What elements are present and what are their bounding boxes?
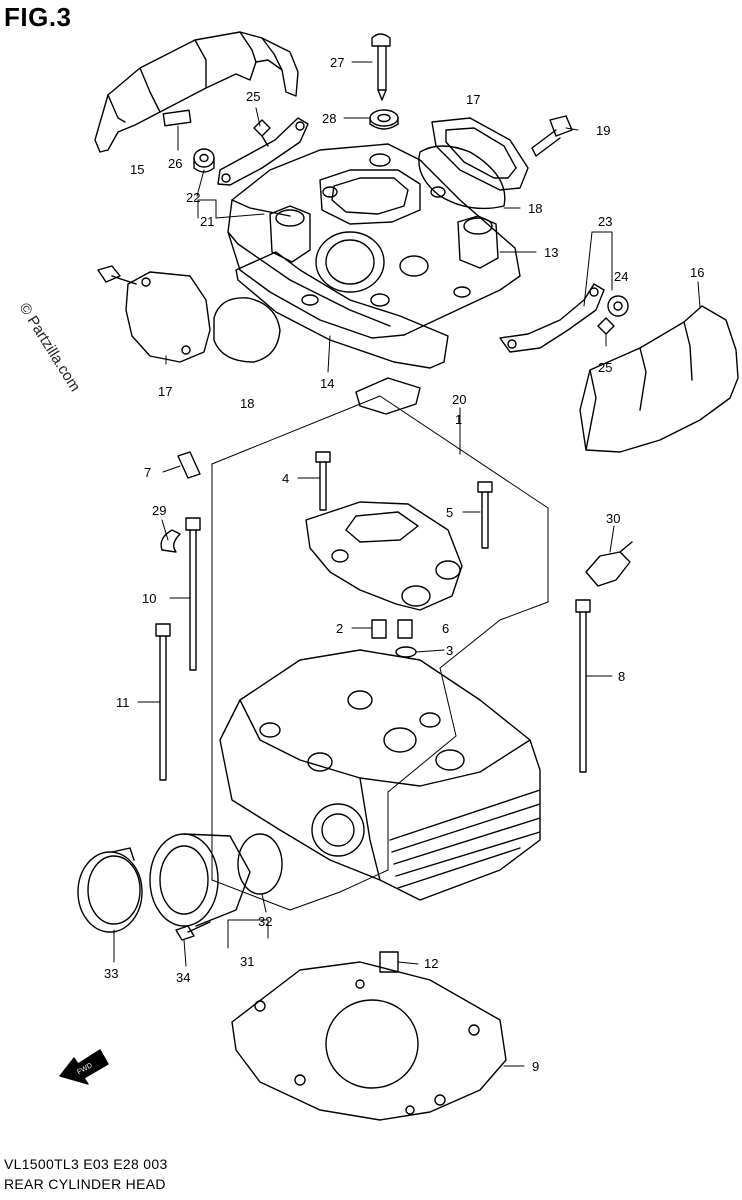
callout-4: 4 [282, 471, 289, 486]
leader-lines [114, 62, 700, 1066]
callout-13: 13 [544, 245, 558, 260]
heat-shield-right [580, 306, 738, 452]
cover-plate-17-lower [98, 266, 210, 362]
bolt-10 [186, 518, 200, 670]
callout-25: 25 [598, 360, 612, 375]
callout-22: 22 [186, 190, 200, 205]
callout-1: 1 [455, 412, 462, 427]
callout-27: 27 [330, 55, 344, 70]
o-ring-3 [396, 647, 416, 657]
bracket-lower-right [500, 284, 628, 352]
callout-3: 3 [446, 643, 453, 658]
heat-shield-upper [95, 32, 298, 152]
cylinder-head [220, 650, 540, 900]
callout-28: 28 [322, 111, 336, 126]
dowel-6 [398, 620, 412, 638]
bolt-5 [478, 482, 492, 548]
callout-18: 18 [528, 201, 542, 216]
callout-10: 10 [142, 591, 156, 606]
camshaft-holder [306, 502, 462, 610]
assembly-outline [212, 396, 548, 910]
cushion-22 [194, 149, 214, 172]
gasket-18-small [356, 378, 420, 414]
callout-7: 7 [144, 465, 151, 480]
head-gasket [232, 962, 506, 1120]
callout-25: 25 [246, 89, 260, 104]
callout-8: 8 [618, 669, 625, 684]
callout-6: 6 [442, 621, 449, 636]
screw-34 [176, 922, 210, 940]
spark-plug [586, 542, 632, 586]
washer-28 [370, 110, 398, 129]
bolt-8 [576, 600, 590, 772]
callout-20: 20 [452, 392, 466, 407]
callouts: 27 28 17 19 18 25 15 26 22 21 13 23 24 1… [104, 55, 704, 1074]
bolt-4 [316, 452, 330, 510]
callout-11: 11 [116, 695, 130, 710]
intake-pipe [150, 834, 250, 926]
callout-12: 12 [424, 956, 438, 971]
plug-7 [178, 452, 200, 478]
fwd-arrow-icon: FWD [60, 1050, 108, 1084]
o-ring-18-upper [419, 146, 505, 208]
rubber-pad [163, 110, 190, 126]
head-cover-gasket [236, 252, 448, 368]
footer-model-code: VL1500TL3 E03 E28 003 [4, 1156, 168, 1172]
callout-26: 26 [168, 156, 182, 171]
bolt-11 [156, 624, 170, 780]
callout-30: 30 [606, 511, 620, 526]
callout-9: 9 [532, 1059, 539, 1074]
cover-plate-17-upper [432, 118, 528, 190]
callout-21: 21 [200, 214, 214, 229]
figure-title: FIG.3 [4, 2, 72, 32]
o-ring-32 [238, 834, 282, 894]
callout-14: 14 [320, 376, 334, 391]
footer-caption: REAR CYLINDER HEAD [4, 1176, 166, 1192]
callout-33: 33 [104, 966, 118, 981]
bolt-19 [532, 116, 572, 156]
callout-15: 15 [130, 162, 144, 177]
dowel-2 [372, 620, 386, 638]
callout-2: 2 [336, 621, 343, 636]
callout-24: 24 [614, 269, 628, 284]
callout-32: 32 [258, 914, 272, 929]
hose-clamp [78, 848, 142, 932]
callout-34: 34 [176, 970, 190, 985]
callout-31: 31 [240, 954, 254, 969]
callout-19: 19 [596, 123, 610, 138]
callout-23: 23 [598, 214, 612, 229]
o-ring-18-lower [214, 298, 280, 362]
bolt-27 [372, 34, 390, 100]
callout-29: 29 [152, 503, 166, 518]
callout-5: 5 [446, 505, 453, 520]
clip-29 [161, 530, 180, 552]
callout-17: 17 [466, 92, 480, 107]
cylinder-head-cover [228, 144, 520, 338]
callout-18: 18 [240, 396, 254, 411]
callout-16: 16 [690, 265, 704, 280]
callout-17: 17 [158, 384, 172, 399]
